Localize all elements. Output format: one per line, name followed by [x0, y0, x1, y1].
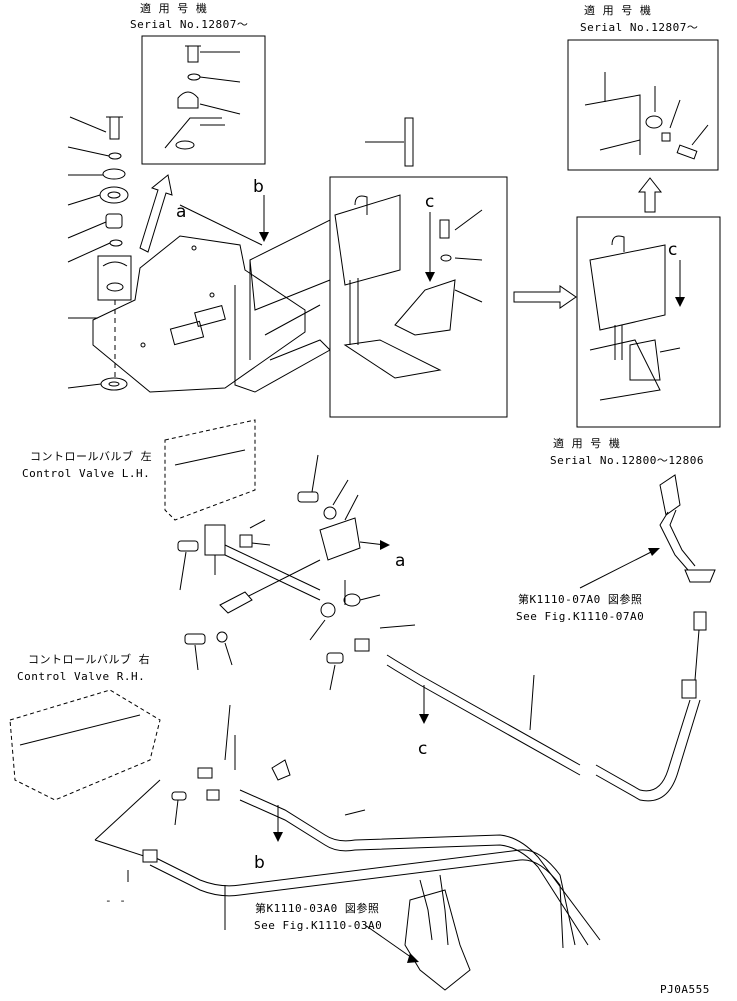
lever-assembly — [404, 889, 471, 991]
plate-part — [319, 517, 361, 561]
clamp-part — [177, 91, 199, 109]
control-valve-rh: コントロールバルブ 右 Control Valve R.H. — [9, 652, 161, 859]
label-c-inset: c — [668, 240, 677, 260]
label-a-top: a — [176, 202, 186, 222]
ref-03a0-en: See Fig.K1110-03A0 — [254, 919, 382, 932]
cable-end — [693, 611, 707, 631]
label-b-top: b — [253, 177, 264, 197]
inset-top-left-frame — [141, 35, 266, 165]
floor-plate: a b — [92, 177, 331, 393]
washer-part — [187, 73, 201, 81]
label-c-cable: c — [418, 739, 427, 759]
inset-top-left-serial: Serial No.12807～ — [130, 18, 248, 31]
inset-top-right: 適 用 号 機 Serial No.12807～ — [567, 3, 719, 171]
hardware-stack — [67, 116, 132, 391]
valve-rh-en: Control Valve R.H. — [17, 670, 145, 683]
valve-rh-jp: コントロールバルブ 右 — [28, 652, 150, 666]
valve-lh-jp: コントロールバルブ 左 — [30, 449, 152, 463]
inset-top-right-frame — [567, 39, 719, 171]
inset-mid-right: c 適 用 号 機 Serial No.12800～12806 — [550, 216, 721, 467]
inset-mid-right-jp: 適 用 号 機 — [553, 436, 620, 450]
inset-mid-right-frame — [576, 216, 721, 428]
inset-top-left-jp: 適 用 号 機 — [140, 1, 207, 15]
inset-top-right-serial: Serial No.12807～ — [580, 21, 698, 34]
ref-07a0-en: See Fig.K1110-07A0 — [516, 610, 644, 623]
label-a-linkage: a — [395, 551, 405, 571]
figure-code: PJ0A555 — [660, 983, 710, 996]
bolt-part — [109, 116, 120, 140]
ref-03a0-jp: 第K1110-03A0 図参照 — [255, 901, 379, 915]
valve-lh-en: Control Valve L.H. — [22, 467, 150, 480]
inset-top-left: 適 用 号 機 Serial No.12807～ — [130, 1, 266, 165]
inset-top-right-jp: 適 用 号 機 — [584, 3, 651, 17]
inset-pointer-arrow — [139, 174, 173, 253]
lever-rod — [404, 117, 414, 167]
right-arrow — [513, 285, 577, 309]
up-arrow — [637, 177, 663, 213]
linkage-bracket — [204, 524, 226, 556]
center-frame-box — [329, 176, 508, 418]
control-valve-lh: コントロールバルブ 左 Control Valve L.H. — [22, 419, 256, 521]
right-lever-cable: c 第K1110-07A0 図参照 See Fig.K1110-07A0 — [386, 474, 716, 802]
inset-mid-right-serial: Serial No.12800～12806 — [550, 454, 704, 467]
label-c-center: c — [425, 192, 434, 212]
bolt-part — [187, 45, 199, 63]
center-frame: c — [329, 117, 508, 418]
dash-mark: - - — [105, 894, 126, 907]
label-b-lower: b — [254, 853, 265, 873]
ref-07a0-jp: 第K1110-07A0 図参照 — [518, 592, 642, 606]
linkage-assembly: a — [177, 454, 416, 691]
lower-cables: b - - 第K1110-03A0 図参照 See Fig.K1110-03A0 — [105, 704, 601, 991]
